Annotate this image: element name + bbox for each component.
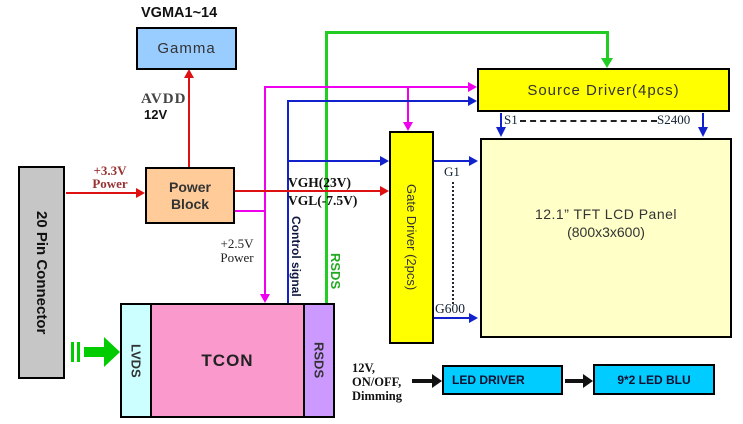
- line-control-vertical: [287, 101, 289, 303]
- arrowhead-g1-into-lcd: [469, 156, 478, 166]
- line-33v-power: [66, 192, 138, 194]
- line-source-outputs-dashed: [520, 120, 657, 122]
- led-blu-label: 9*2 LED BLU: [617, 372, 691, 387]
- gamma-block: Gamma: [136, 27, 237, 70]
- arrowhead-33v-into-power-block: [136, 188, 145, 198]
- arrowhead-s1-into-lcd: [496, 127, 506, 137]
- power-25v-line1: +2.5V: [220, 236, 254, 251]
- arrowhead-magenta-into-source-driver: [468, 82, 477, 92]
- arrowhead-s2400-into-lcd: [698, 127, 708, 137]
- line-avdd: [188, 77, 190, 167]
- power-25v-label: +2.5V Power: [212, 237, 262, 265]
- rsds-signal-label: RSDS: [328, 253, 343, 290]
- line-rsds-horizontal: [325, 31, 609, 34]
- led-driver-label: LED DRIVER: [452, 373, 525, 387]
- connector-block: 20 Pin Connector: [18, 166, 65, 379]
- s2400-label: S2400: [657, 112, 691, 127]
- tcon-rsds-label: RSDS: [311, 342, 327, 379]
- backlight-line2: ON/OFF,: [352, 375, 402, 389]
- avdd-voltage-label: 12V: [144, 107, 168, 122]
- source-driver-label: Source Driver(4pcs): [527, 81, 680, 99]
- vgma-label: VGMA1~14: [141, 5, 218, 21]
- line-s1-output: [500, 113, 502, 129]
- arrowhead-g600-into-lcd: [469, 313, 478, 323]
- tcon-main-section: TCON: [152, 305, 303, 416]
- gate-driver-label: Gate Driver (2pcs): [404, 184, 419, 291]
- line-rsds-drop: [606, 31, 609, 60]
- arrowhead-vgh-into-gate-driver: [380, 186, 389, 196]
- arrowhead-25v-into-tcon: [260, 294, 270, 303]
- tcon-rsds-section: RSDS: [303, 305, 333, 416]
- arrowhead-magenta-into-gate-driver: [403, 122, 413, 131]
- arrowhead-rsds-into-source-driver: [601, 58, 613, 68]
- power-block-label: Power Block: [168, 179, 211, 212]
- power-block: Power Block: [145, 167, 235, 224]
- line-g600-output: [434, 317, 470, 319]
- line-control-branch-gate: [287, 160, 381, 162]
- power-33v-label: +3.3V Power: [86, 164, 134, 190]
- tcon-lvds-section: LVDS: [122, 305, 152, 416]
- lcd-panel-block: 12.1” TFT LCD Panel (800x3x600): [480, 138, 732, 338]
- line-power-magenta-horizontal: [264, 86, 469, 88]
- source-driver-block: Source Driver(4pcs): [477, 68, 730, 112]
- lvds-fat-arrow-bar1: [71, 342, 74, 362]
- arrowhead-control-into-gate-driver: [380, 156, 389, 166]
- tcon-block: LVDS TCON RSDS: [120, 303, 335, 418]
- g1-label: G1: [444, 164, 460, 179]
- power-33v-line1: +3.3V: [93, 163, 127, 178]
- lvds-fat-arrow-bar2: [77, 342, 80, 362]
- backlight-input-label: 12V, ON/OFF, Dimming: [352, 361, 402, 403]
- lvds-fat-arrow-head: [104, 337, 120, 367]
- line-g1-output: [434, 160, 470, 162]
- line-rsds-vertical: [325, 31, 328, 303]
- g600-label: G600: [435, 301, 465, 316]
- line-magenta-branch-gate: [407, 86, 409, 124]
- tcon-label: TCON: [201, 350, 254, 370]
- gamma-label: Gamma: [157, 40, 216, 57]
- led-blu-block: 9*2 LED BLU: [593, 364, 715, 395]
- lvds-fat-arrow-body: [84, 347, 104, 357]
- power-25v-line2: Power: [220, 250, 254, 265]
- tcon-lvds-label: LVDS: [128, 343, 144, 378]
- connector-label: 20 Pin Connector: [33, 210, 50, 335]
- line-backlight-arrow2: [565, 379, 583, 383]
- line-backlight-arrow1: [412, 379, 432, 383]
- line-power-magenta-vertical: [264, 88, 266, 298]
- led-driver-block: LED DRIVER: [442, 365, 563, 395]
- control-signal-label: Control signal: [289, 216, 303, 297]
- line-gate-outputs-dotted: [452, 182, 454, 304]
- line-power-magenta-out: [235, 210, 266, 212]
- arrowhead-avdd-into-gamma: [184, 69, 194, 78]
- arrowhead-into-led-blu: [583, 374, 593, 388]
- line-control-horizontal: [287, 100, 469, 102]
- lcd-panel-label-line2: (800x3x600): [567, 224, 645, 240]
- line-vgh-vgl: [235, 190, 383, 192]
- power-33v-line2: Power: [92, 176, 128, 191]
- backlight-line3: Dimming: [352, 389, 402, 403]
- gate-driver-block: Gate Driver (2pcs): [389, 131, 434, 344]
- vgl-label: VGL(-7.5V): [288, 193, 358, 208]
- lcd-panel-label-line1: 12.1” TFT LCD Panel: [534, 206, 678, 222]
- arrowhead-into-led-driver: [432, 374, 442, 388]
- vgh-label: VGH(23V): [288, 175, 351, 190]
- backlight-line1: 12V,: [352, 361, 376, 375]
- line-s2400-output: [702, 113, 704, 129]
- s1-label: S1: [504, 112, 518, 127]
- avdd-label: AVDD: [141, 91, 187, 107]
- arrowhead-control-into-source-driver: [468, 96, 477, 106]
